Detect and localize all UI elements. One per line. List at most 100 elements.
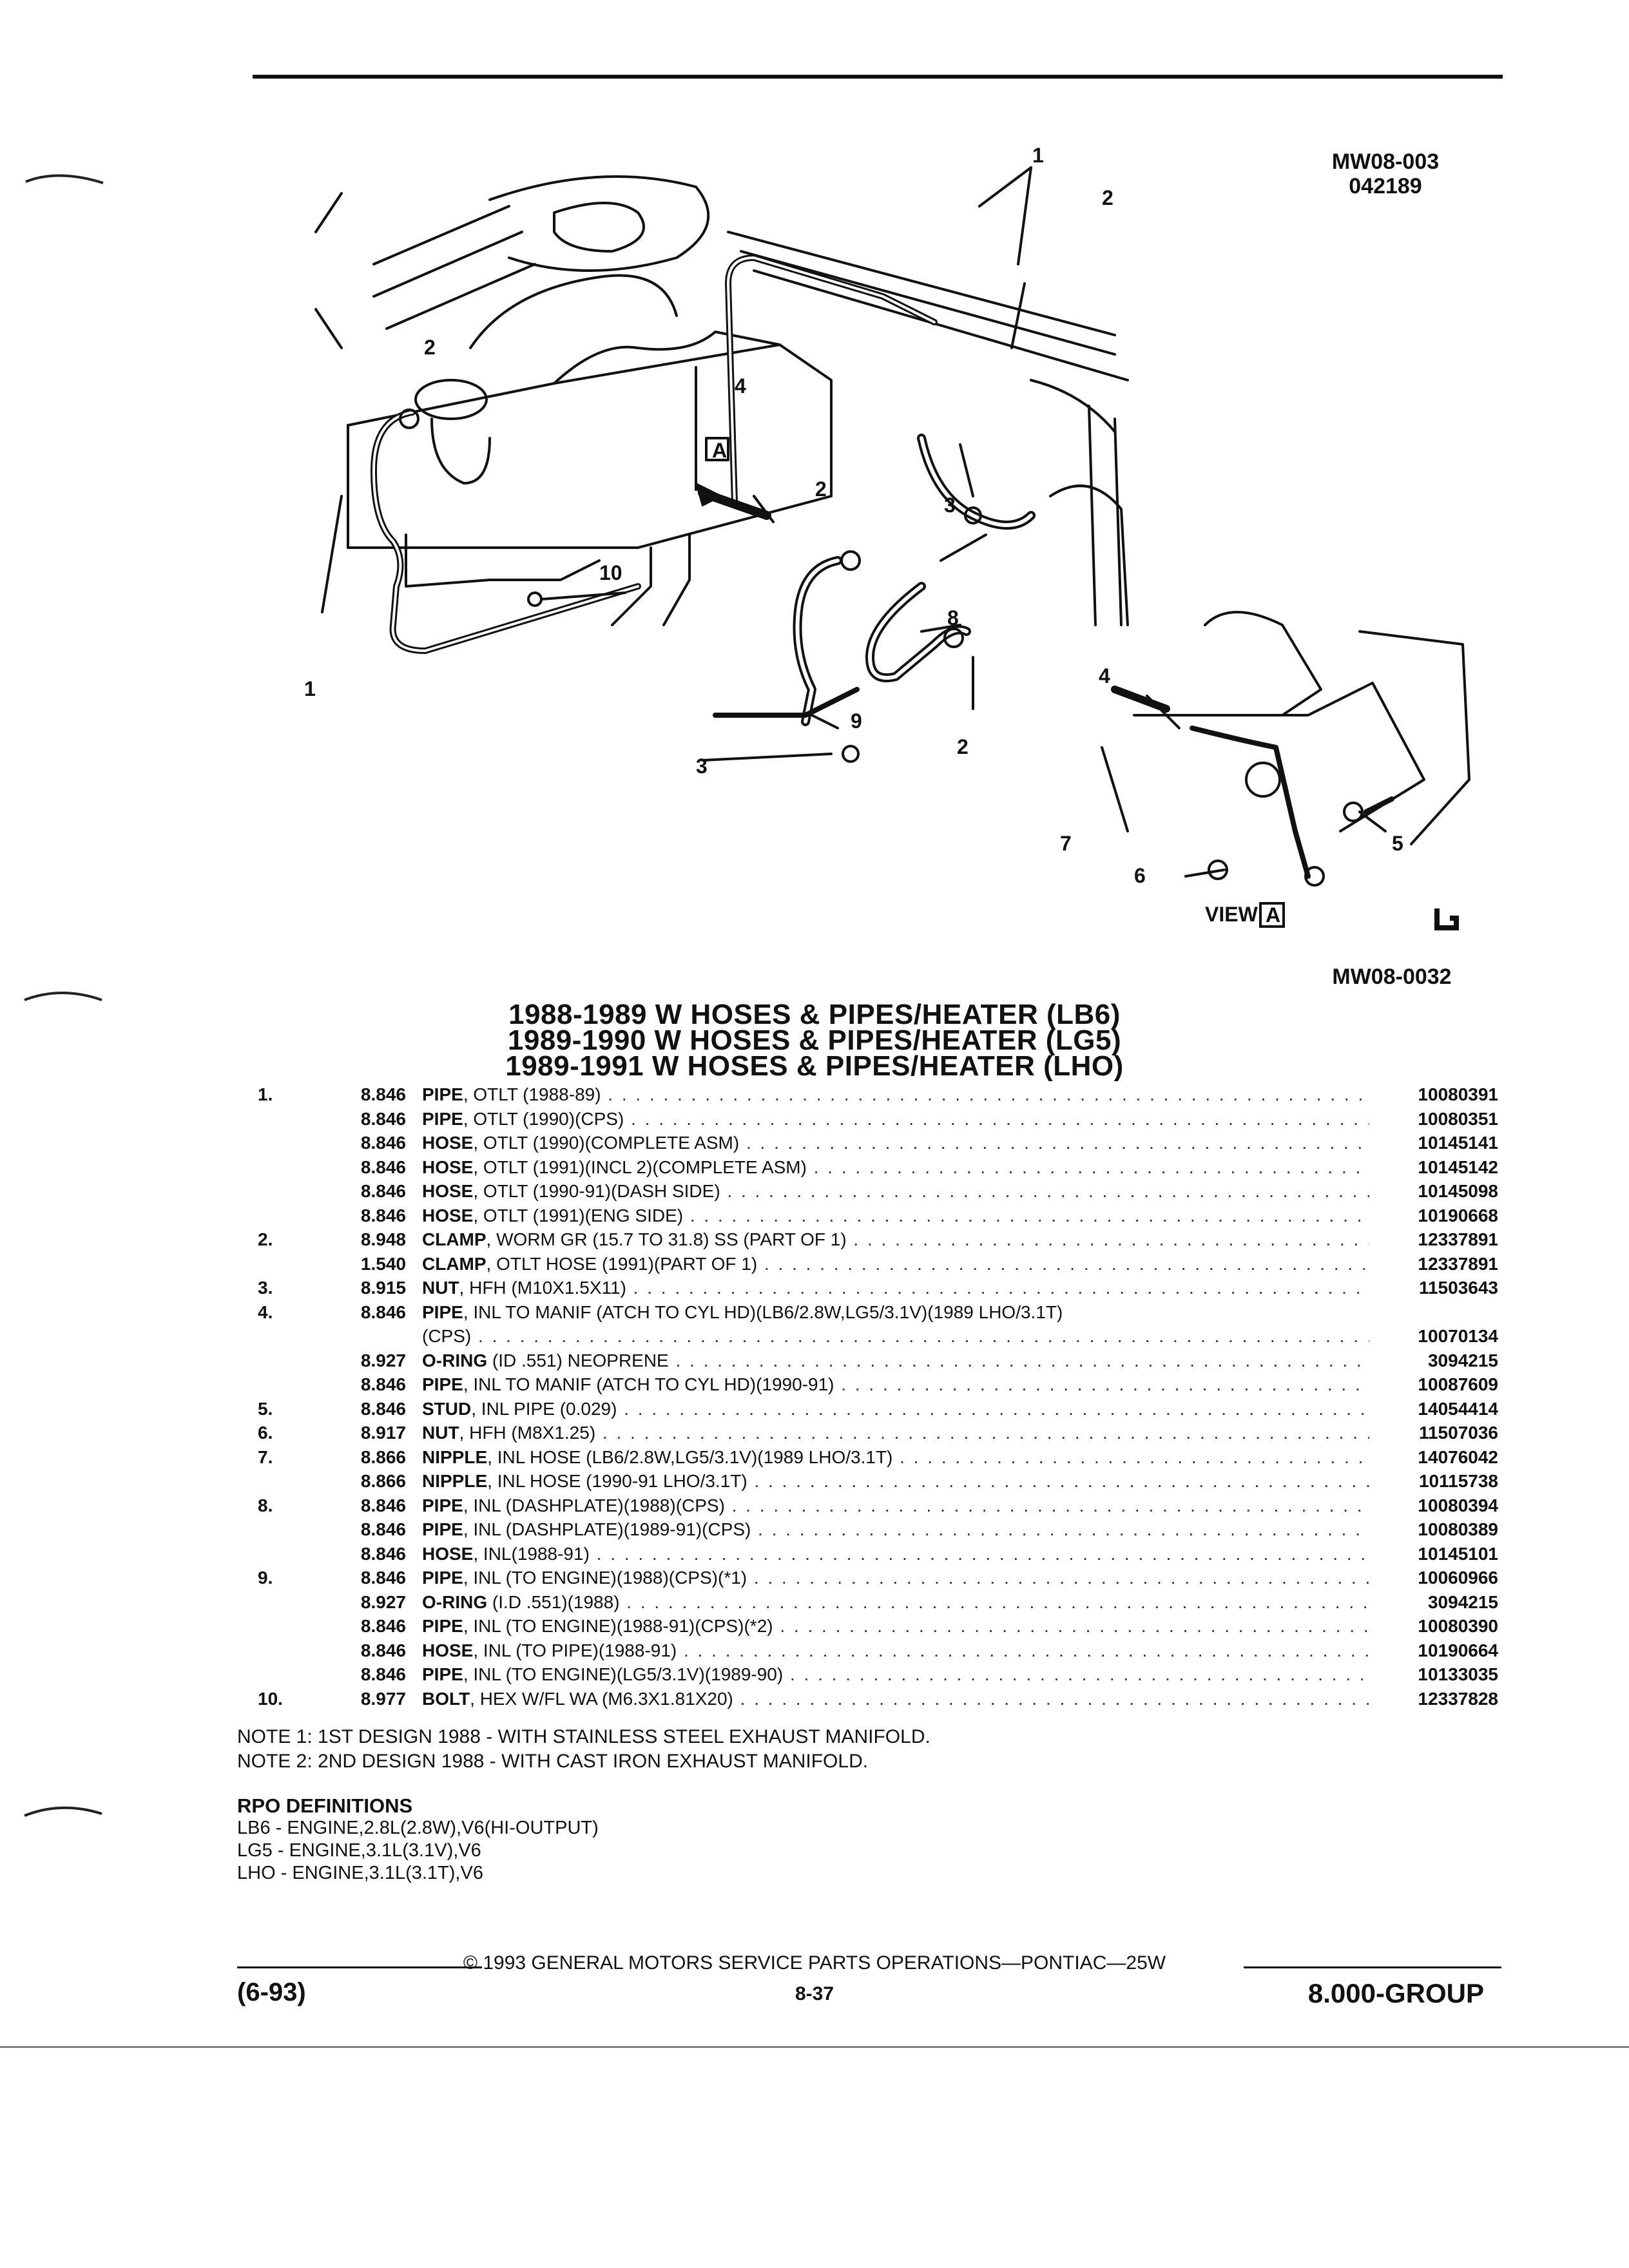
part-number: 3094215: [1427, 1591, 1498, 1612]
part-description: HOSE, OTLT (1990-91)(DASH SIDE) . . . . …: [422, 1179, 1369, 1204]
part-name: HOSE: [422, 1640, 474, 1660]
leader-dots: . . . . . . . . . . . . . . . . . . . . …: [754, 1471, 1369, 1491]
callout-3: 3: [696, 754, 708, 778]
part-ref: 8.: [258, 1495, 273, 1515]
part-name: BOLT: [422, 1688, 470, 1709]
catalog-titles: 1988-1989 W HOSES & PIPES/HEATER (LB6) 1…: [0, 1001, 1629, 1082]
part-description: NUT, HFH (M10X1.5X11) . . . . . . . . . …: [422, 1276, 1369, 1300]
part-group: 8.846: [360, 1108, 406, 1129]
part-group: 8.866: [360, 1446, 406, 1467]
part-detail: , HFH (M8X1.25): [459, 1423, 596, 1443]
leader-dots: . . . . . . . . . . . . . . . . . . . . …: [624, 1398, 1369, 1419]
drawing-code: MW08-003: [1331, 149, 1440, 174]
exploded-diagram: 1 2 2 4 A 2 3 10 8 1 9 4 2 3 5 7 6 VIEW …: [304, 144, 1470, 930]
leader-dots: . . . . . . . . . . . . . . . . . . . . …: [780, 1616, 1369, 1636]
part-number: 11503643: [1418, 1278, 1498, 1298]
part-group: 8.846: [360, 1640, 406, 1660]
callout-8: 8: [947, 606, 959, 629]
part-group: 8.846: [360, 1398, 406, 1419]
part-group: 8.846: [360, 1568, 406, 1588]
part-description: (CPS) . . . . . . . . . . . . . . . . . …: [422, 1324, 1369, 1349]
part-name: NUT: [422, 1278, 459, 1298]
leader-dots: . . . . . . . . . . . . . . . . . . . . …: [675, 1350, 1369, 1370]
callout-2: 2: [424, 336, 436, 359]
part-name: PIPE: [422, 1568, 463, 1588]
part-number: 10190664: [1418, 1640, 1498, 1660]
part-group: 8.846: [360, 1616, 406, 1636]
part-name: PIPE: [422, 1616, 463, 1636]
part-description: O-RING (I.D .551)(1988) . . . . . . . . …: [422, 1590, 1369, 1615]
callout-9: 9: [851, 709, 862, 733]
part-detail: (ID .551) NEOPRENE: [487, 1350, 669, 1370]
callout-4: 4: [1099, 664, 1110, 687]
part-group: 8.846: [360, 1157, 406, 1177]
part-number: 10080394: [1418, 1495, 1498, 1515]
footer-group: 8.000-GROUP: [1307, 1978, 1484, 2008]
part-ref: 3.: [258, 1278, 273, 1298]
view-a-box-label: A: [712, 439, 727, 462]
part-row: 8.846 HOSE, OTLT (1991)(INCL 2)(COMPLETE …: [232, 1155, 1498, 1180]
callout-5: 5: [1392, 832, 1403, 855]
part-description: PIPE, INL (DASHPLATE)(1989-91)(CPS) . . …: [422, 1517, 1369, 1542]
callout-2: 2: [1102, 186, 1113, 209]
callout-10: 10: [599, 561, 622, 584]
leader-dots: . . . . . . . . . . . . . . . . . . . . …: [689, 1205, 1369, 1225]
part-number: 10145142: [1418, 1157, 1498, 1177]
part-description: HOSE, OTLT (1991)(INCL 2)(COMPLETE ASM) …: [422, 1155, 1369, 1180]
part-detail: , OTLT (1991)(ENG SIDE): [473, 1205, 684, 1225]
part-name: NUT: [422, 1423, 459, 1443]
part-detail: , OTLT (1990)(CPS): [463, 1108, 624, 1129]
part-detail: (CPS): [422, 1326, 472, 1346]
callout-7: 7: [1060, 832, 1072, 855]
part-group: 8.846: [360, 1302, 406, 1322]
part-description: PIPE, INL TO MANIF (ATCH TO CYL HD)(LB6/…: [422, 1300, 1369, 1325]
part-number: 12337891: [1418, 1229, 1498, 1249]
note-2: NOTE 2: 2ND DESIGN 1988 - WITH CAST IRON…: [237, 1751, 869, 1772]
part-number: 14076042: [1418, 1446, 1498, 1467]
leader-dots: . . . . . . . . . . . . . . . . . . . . …: [602, 1423, 1369, 1443]
part-description: HOSE, INL (TO PIPE)(1988-91) . . . . . .…: [422, 1639, 1369, 1663]
page-number: 8-37: [795, 1983, 834, 2004]
part-description: PIPE, INL (TO ENGINE)(1988-91)(CPS)(*2) …: [422, 1614, 1369, 1639]
part-detail: , OTLT (1991)(INCL 2)(COMPLETE ASM): [473, 1157, 807, 1177]
top-rule: [253, 75, 1503, 79]
part-number: 10190668: [1418, 1205, 1498, 1225]
part-number: 10070134: [1418, 1326, 1498, 1346]
part-detail: , INL(1988-91): [473, 1543, 590, 1564]
part-name: O-RING: [422, 1591, 488, 1612]
footer-rule-right: [1244, 1966, 1501, 1968]
part-name: HOSE: [422, 1157, 474, 1177]
leader-dots: . . . . . . . . . . . . . . . . . . . . …: [789, 1664, 1369, 1684]
part-group: 8.846: [360, 1374, 406, 1394]
rpo-item: LB6 - ENGINE,2.8L(2.8W),V6(HI-OUTPUT): [237, 1818, 599, 1838]
part-ref: 10.: [258, 1688, 283, 1709]
part-detail: , OTLT HOSE (1991)(PART OF 1): [486, 1253, 758, 1274]
part-description: NUT, HFH (M8X1.25) . . . . . . . . . . .…: [422, 1421, 1369, 1445]
drawing-date: 042189: [1349, 174, 1422, 198]
title-line: 1989-1991 W HOSES & PIPES/HEATER (LHO): [505, 1050, 1124, 1082]
part-row: 8.846 HOSE, INL (TO PIPE)(1988-91) . . . …: [232, 1639, 1498, 1663]
margin-marks: [24, 174, 104, 1817]
leader-dots: . . . . . . . . . . . . . . . . . . . . …: [608, 1084, 1369, 1104]
part-number: 10080351: [1418, 1108, 1498, 1129]
part-name: PIPE: [422, 1495, 463, 1515]
leader-dots: . . . . . . . . . . . . . . . . . . . . …: [764, 1253, 1369, 1274]
part-name: STUD: [422, 1398, 472, 1419]
part-group: 1.540: [360, 1253, 406, 1274]
part-detail: , OTLT (1990)(COMPLETE ASM): [473, 1133, 740, 1153]
part-number: 10145141: [1418, 1133, 1498, 1153]
footer-copyright: © 1993 GENERAL MOTORS SERVICE PARTS OPER…: [463, 1952, 1166, 1974]
leader-dots: . . . . . . . . . . . . . . . . . . . . …: [813, 1157, 1369, 1177]
part-number: 10080389: [1418, 1519, 1498, 1539]
leader-dots: . . . . . . . . . . . . . . . . . . . . …: [478, 1326, 1369, 1346]
part-number: 10145098: [1418, 1181, 1498, 1201]
part-number: 10145101: [1418, 1543, 1498, 1564]
part-name: PIPE: [422, 1302, 463, 1322]
